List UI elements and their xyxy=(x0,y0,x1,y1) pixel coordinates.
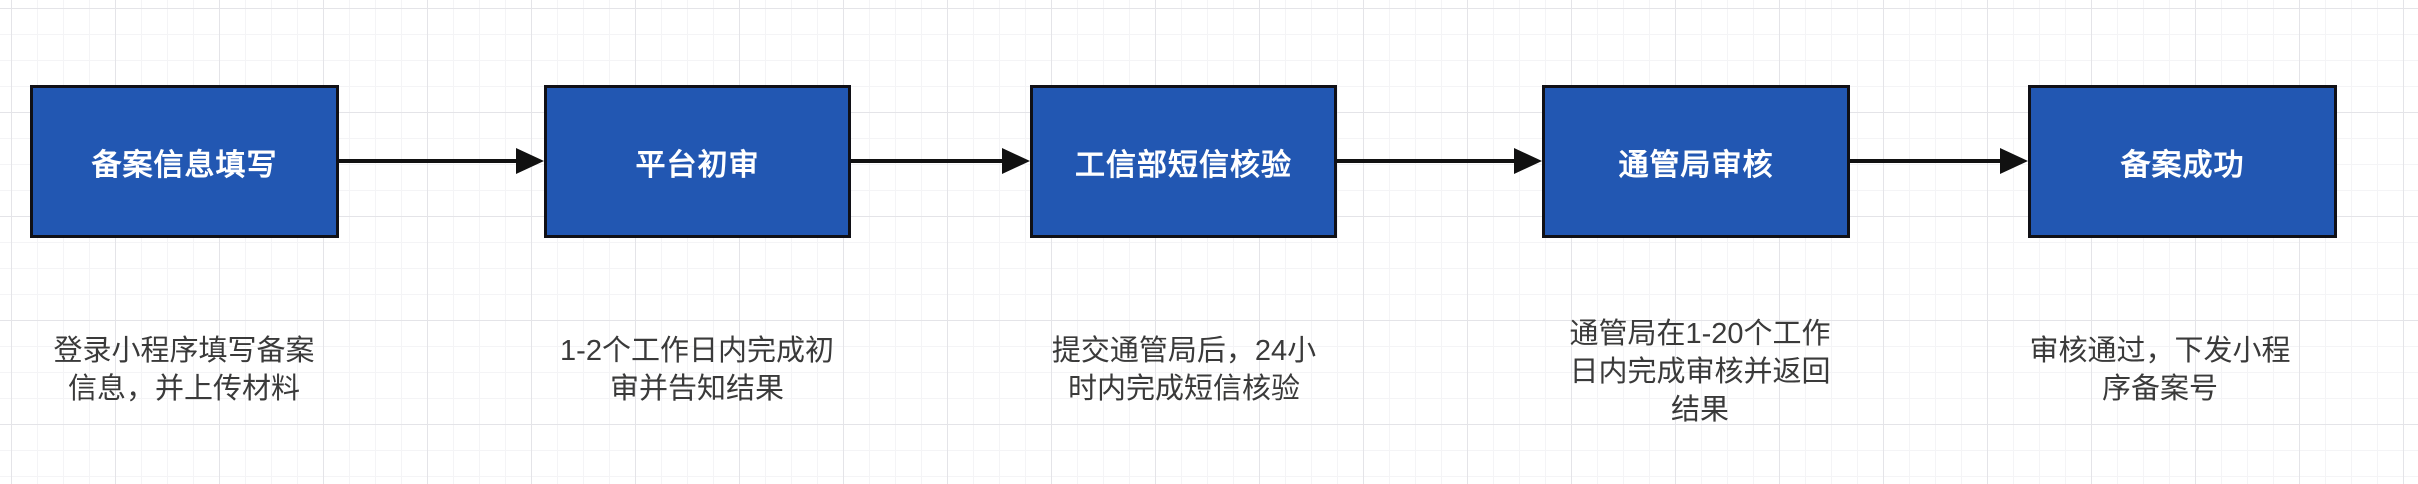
arrow-line xyxy=(1337,159,1516,163)
step-description-4: 通管局在1-20个工作 日内完成审核并返回 结果 xyxy=(1569,318,1831,426)
connector-arrow-1 xyxy=(339,148,544,174)
arrow-head-icon xyxy=(1514,148,1542,174)
flow-node-step-4: 通管局审核 xyxy=(1542,85,1850,238)
arrow-line xyxy=(851,159,1004,163)
step-description-1: 登录小程序填写备案 信息，并上传材料 xyxy=(53,335,315,405)
flow-node-step-2: 平台初审 xyxy=(544,85,851,238)
flow-node-step-3: 工信部短信核验 xyxy=(1030,85,1337,238)
node-label: 通管局审核 xyxy=(1618,148,1774,182)
step-description-2: 1-2个工作日内完成初 审并告知结果 xyxy=(560,335,834,405)
arrow-head-icon xyxy=(1002,148,1030,174)
flow-node-step-1: 备案信息填写 xyxy=(30,85,339,238)
flow-node-step-5: 备案成功 xyxy=(2028,85,2337,238)
node-label: 备案信息填写 xyxy=(91,148,278,182)
arrow-line xyxy=(339,159,518,163)
node-label: 平台初审 xyxy=(635,148,760,182)
connector-arrow-4 xyxy=(1850,148,2028,174)
step-description-5: 审核通过，下发小程 序备案号 xyxy=(2029,335,2291,405)
connector-arrow-3 xyxy=(1337,148,1542,174)
arrow-head-icon xyxy=(2000,148,2028,174)
arrow-line xyxy=(1850,159,2002,163)
connector-arrow-2 xyxy=(851,148,1030,174)
arrow-head-icon xyxy=(516,148,544,174)
node-label: 工信部短信核验 xyxy=(1075,148,1292,182)
node-label: 备案成功 xyxy=(2120,148,2245,182)
step-description-3: 提交通管局后，24小 时内完成短信核验 xyxy=(1051,335,1317,405)
